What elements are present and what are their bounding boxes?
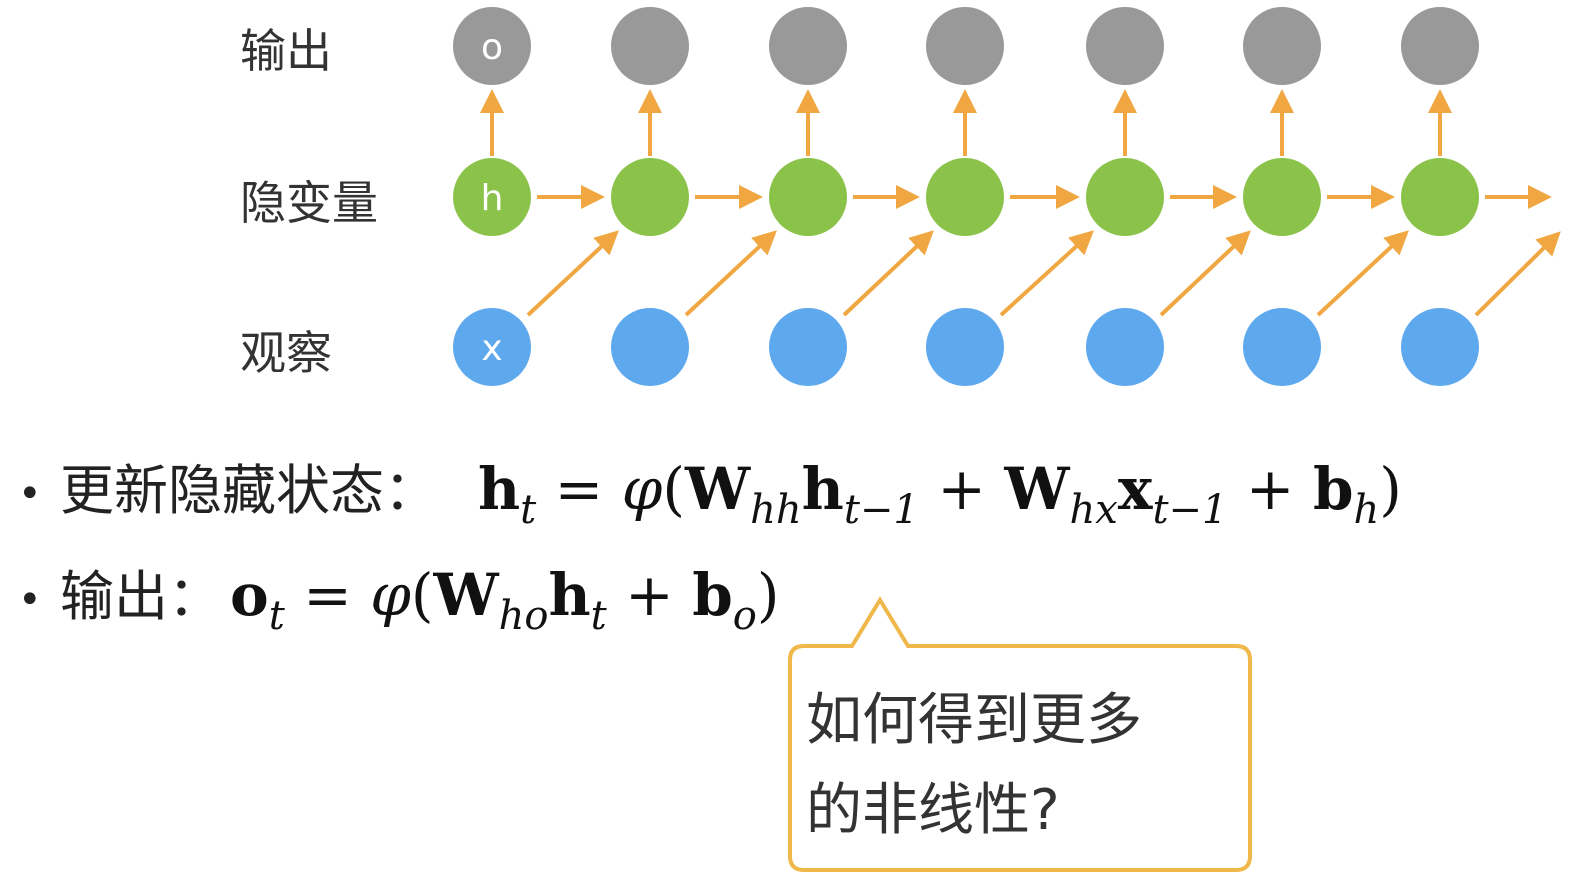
bullet-dot: • xyxy=(18,577,42,624)
output-node xyxy=(926,7,1004,85)
callout-line-2: 的非线性? xyxy=(806,778,1060,843)
hidden-row-label: 隐变量 xyxy=(240,176,378,230)
hidden-node xyxy=(611,158,689,236)
output-row-label: 输出 xyxy=(240,24,332,78)
nodes-layer: o h x xyxy=(453,7,1479,386)
hidden-node xyxy=(926,158,1004,236)
output-node-letter: o xyxy=(481,27,503,68)
hidden-node xyxy=(769,158,847,236)
observation-row-label: 观察 xyxy=(240,326,332,380)
input-node-letter: x xyxy=(481,328,502,369)
output-node xyxy=(769,7,847,85)
output-bullet: •输出：ot = φ(Whoht + bo) xyxy=(18,566,780,636)
arrows-layer xyxy=(480,89,1561,317)
callout-line-1: 如何得到更多 xyxy=(806,688,1142,753)
hidden-node xyxy=(453,158,531,236)
output-node xyxy=(1086,7,1164,85)
output-node xyxy=(453,7,531,85)
input-to-hidden-arrow xyxy=(999,230,1094,317)
input-node xyxy=(769,308,847,386)
input-to-hidden-arrow xyxy=(1474,231,1561,317)
input-to-hidden-arrow xyxy=(842,230,934,317)
output-label: 输出： xyxy=(60,565,222,628)
bullet-dot: • xyxy=(18,471,42,518)
hidden-node xyxy=(1401,158,1479,236)
input-node xyxy=(1243,308,1321,386)
hidden-node xyxy=(1243,158,1321,236)
hidden-update-bullet: •更新隐藏状态：ht = φ(Whhht−1 + Whxxt−1 + bh) xyxy=(18,460,1402,530)
output-node xyxy=(1243,7,1321,85)
input-node xyxy=(1401,308,1479,386)
input-to-hidden-arrow xyxy=(526,230,619,317)
input-to-hidden-arrow xyxy=(1159,230,1251,317)
hidden-node xyxy=(1086,158,1164,236)
output-node xyxy=(1401,7,1479,85)
input-to-hidden-arrow xyxy=(1316,230,1409,317)
callout-bubble xyxy=(788,596,1252,872)
input-to-hidden-arrow xyxy=(684,230,777,317)
input-node xyxy=(453,308,531,386)
hidden-update-label: 更新隐藏状态： xyxy=(60,459,438,522)
input-node xyxy=(926,308,1004,386)
callout-text: 如何得到更多 的非线性? xyxy=(806,676,1226,856)
hidden-node-letter: h xyxy=(481,178,504,219)
input-node xyxy=(1086,308,1164,386)
output-formula: ot = φ(Whoht + bo) xyxy=(230,561,780,639)
hidden-update-formula: ht = φ(Whhht−1 + Whxxt−1 + bh) xyxy=(478,455,1402,533)
input-node xyxy=(611,308,689,386)
output-node xyxy=(611,7,689,85)
